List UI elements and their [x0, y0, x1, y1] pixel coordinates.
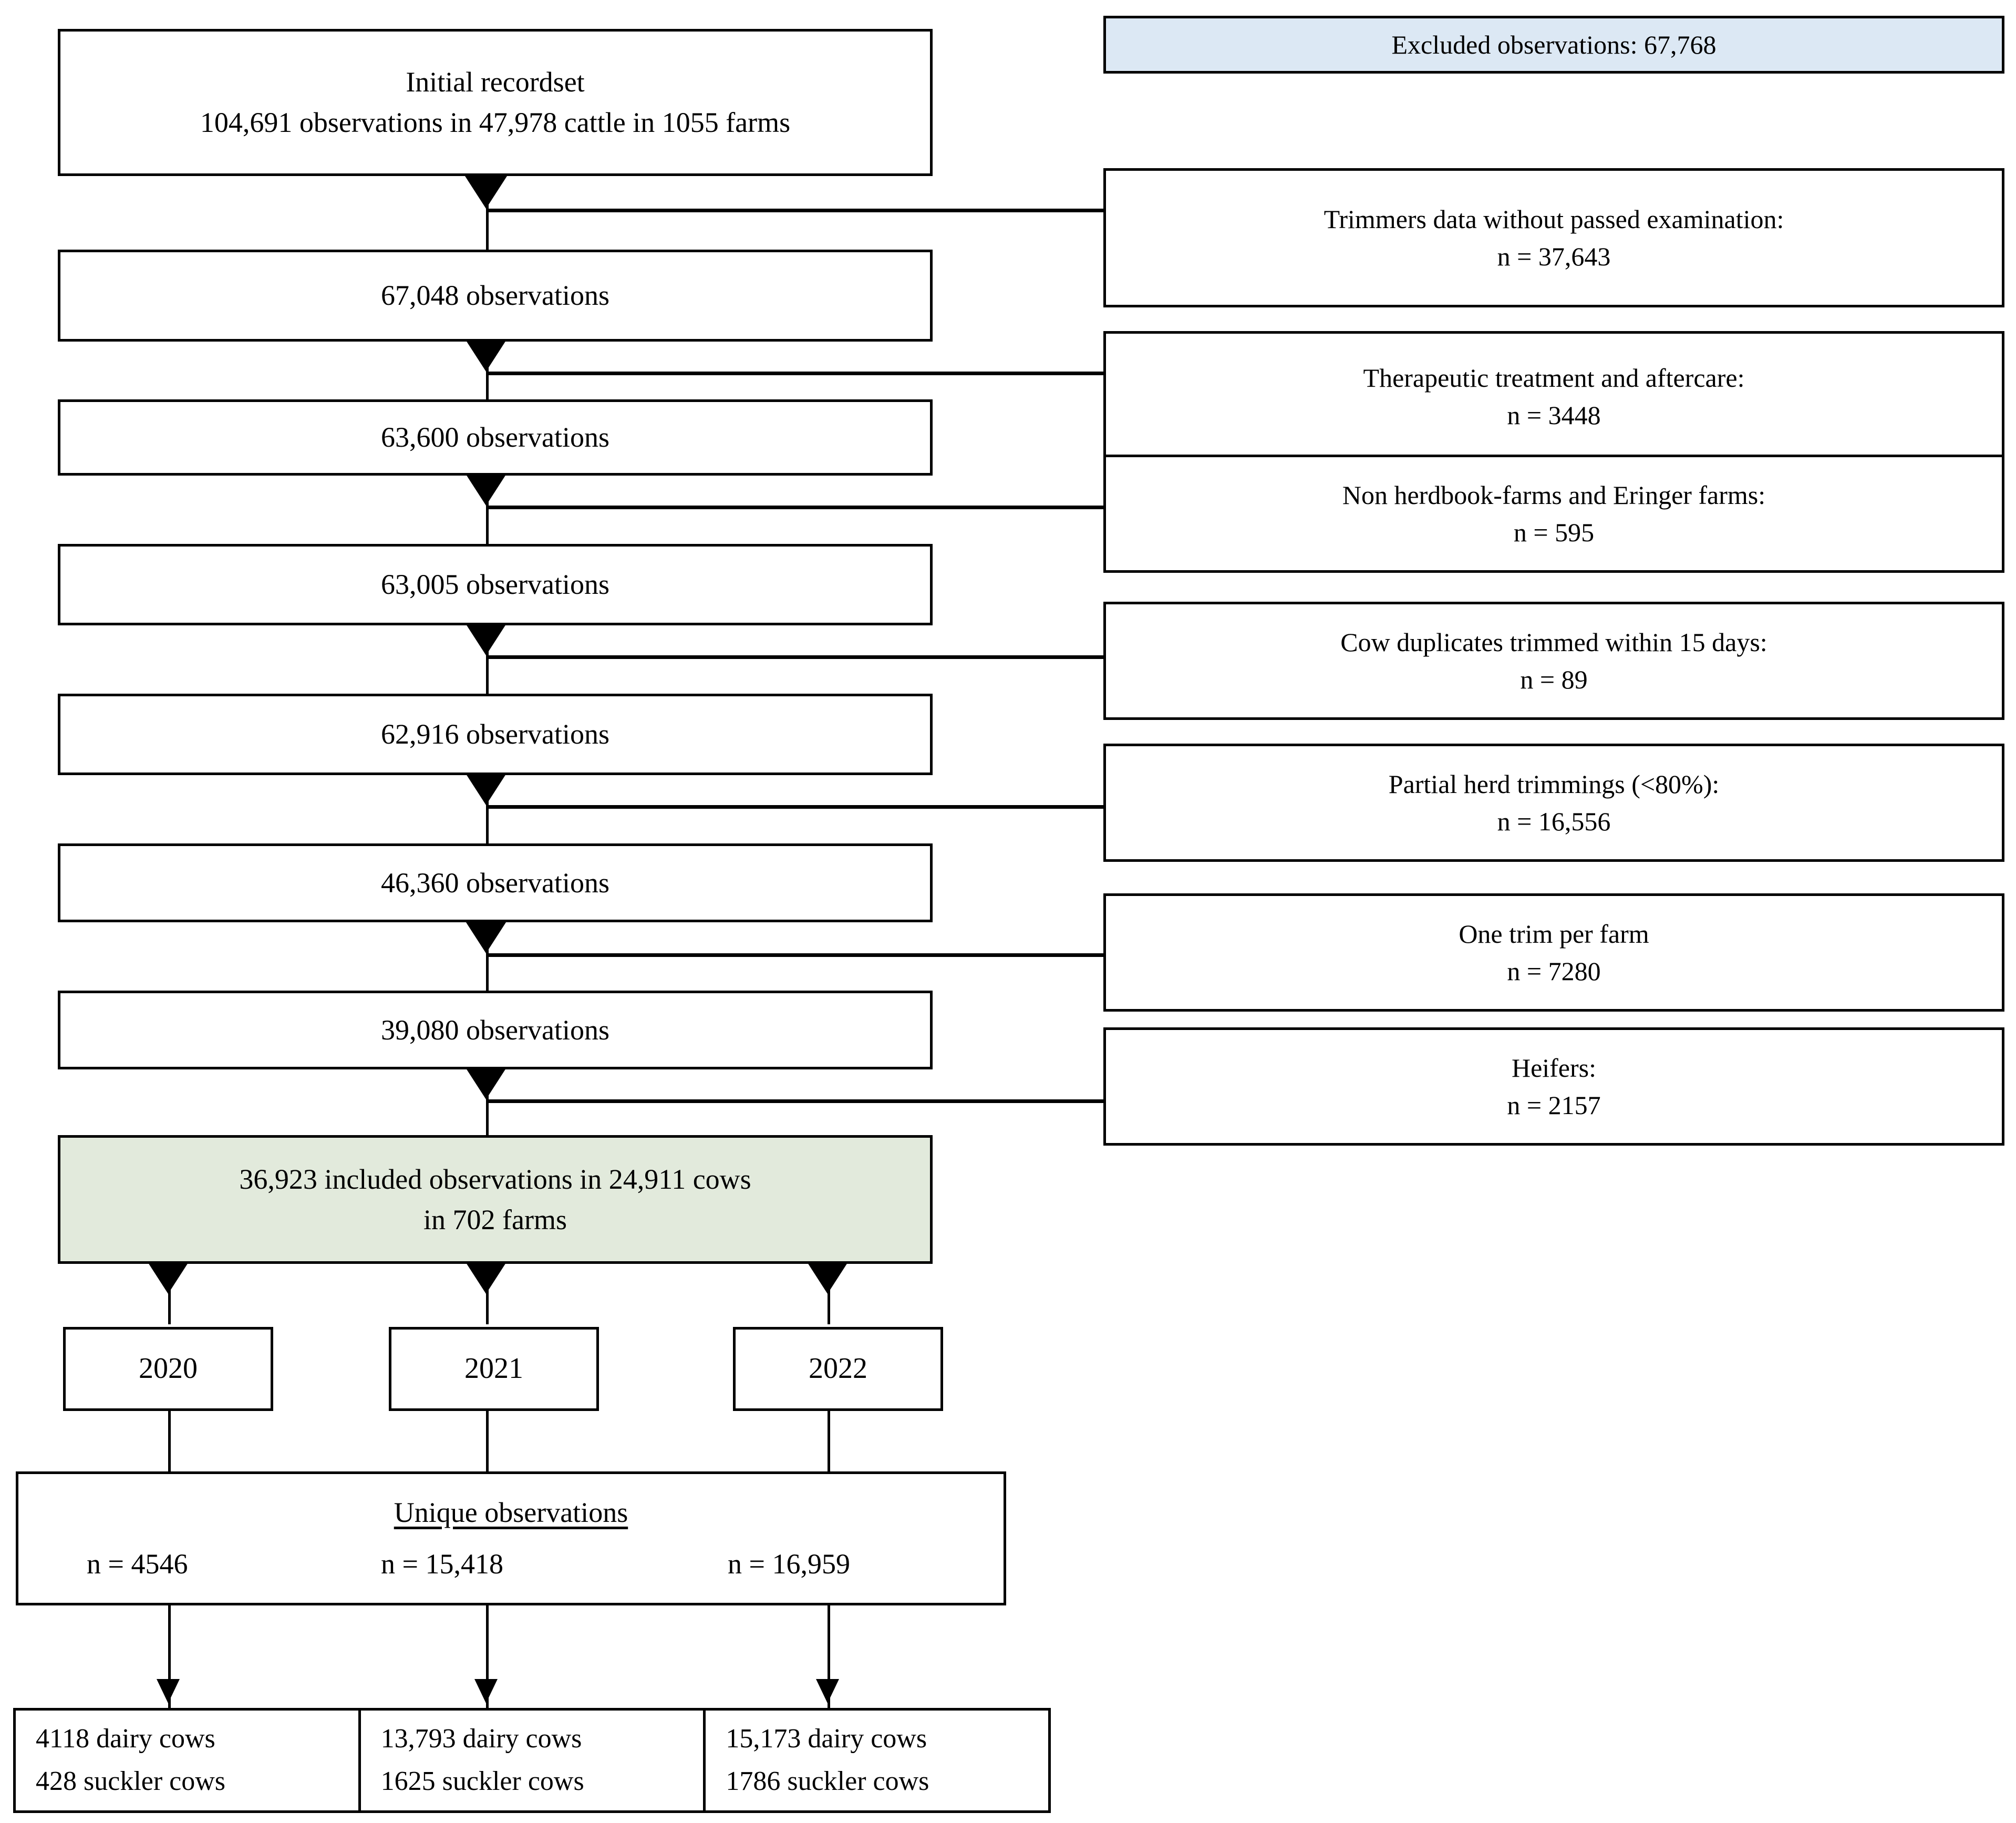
step-label: 62,916 observations [381, 718, 609, 750]
step-label: 67,048 observations [381, 280, 609, 312]
box-exclusion-reason-1: Trimmers data without passed examination… [1103, 168, 2004, 307]
step-label: 63,005 observations [381, 569, 609, 601]
arrowhead-year-2 [465, 1261, 507, 1294]
box-initial-recordset: Initial recordset 104,691 observations i… [58, 29, 933, 176]
unique-observations-count-2020: n = 4546 [87, 1548, 188, 1580]
dairy-cows-count: 4118 dairy cows [36, 1724, 215, 1754]
connector-branch-7 [486, 1099, 1106, 1103]
box-included-observations: 36,923 included observations in 24,911 c… [58, 1135, 933, 1264]
exclusion-reason-label: One trim per farm [1459, 919, 1649, 949]
box-exclusion-reason-7: Heifers: n = 2157 [1103, 1027, 2004, 1146]
exclusion-reason-count: n = 37,643 [1497, 241, 1611, 271]
exclusion-reason-label: Non herdbook-farms and Eringer farms: [1342, 480, 1766, 510]
exclusion-reason-count: n = 89 [1520, 664, 1588, 694]
box-unique-observations: Unique observations n = 4546 n = 15,418 … [16, 1471, 1006, 1605]
box-step-46360: 46,360 observations [58, 843, 933, 922]
step-label: 46,360 observations [381, 867, 609, 899]
connector-trunk-6 [486, 921, 489, 1021]
suckler-cows-count: 1786 suckler cows [726, 1766, 929, 1796]
box-exclusion-reason-2: Therapeutic treatment and aftercare: n =… [1103, 331, 2004, 462]
cow-breakdown-cell-2022: 15,173 dairy cows 1786 suckler cows [706, 1711, 1048, 1810]
connector-branch-1 [486, 209, 1106, 212]
connector-bottom-3 [828, 1603, 830, 1708]
arrowhead-bottom-1 [157, 1679, 180, 1703]
exclusion-reason-count: n = 7280 [1507, 956, 1601, 986]
step-label: 39,080 observations [381, 1014, 609, 1046]
exclusion-reason-label: Trimmers data without passed examination… [1324, 204, 1784, 234]
connector-bottom-2 [486, 1603, 489, 1708]
box-excluded-header: Excluded observations: 67,768 [1103, 16, 2004, 74]
suckler-cows-count: 428 suckler cows [36, 1766, 226, 1796]
arrowhead-year-3 [807, 1261, 849, 1294]
arrowhead-bottom-2 [474, 1679, 498, 1703]
year-label: 2022 [809, 1352, 867, 1385]
dairy-cows-count: 15,173 dairy cows [726, 1724, 927, 1754]
box-step-67048: 67,048 observations [58, 250, 933, 342]
box-year-2020: 2020 [63, 1327, 273, 1411]
connector-branch-3 [486, 506, 1106, 509]
connector-trunk-4 [486, 623, 489, 723]
connector-branch-2 [486, 372, 1106, 375]
connector-branch-6 [486, 953, 1106, 957]
box-exclusion-reason-6: One trim per farm n = 7280 [1103, 893, 2004, 1012]
box-step-62916: 62,916 observations [58, 694, 933, 775]
box-year-2022: 2022 [733, 1327, 943, 1411]
connector-trunk-3 [486, 473, 489, 575]
arrowhead-bottom-3 [816, 1679, 839, 1703]
exclusion-reason-count: n = 3448 [1507, 400, 1601, 430]
year-label: 2021 [464, 1352, 523, 1385]
exclusion-reason-label: Therapeutic treatment and aftercare: [1363, 363, 1745, 393]
box-cow-breakdown: 4118 dairy cows 428 suckler cows 13,793 … [13, 1708, 1051, 1813]
box-step-63005: 63,005 observations [58, 544, 933, 625]
connector-unique-2 [486, 1411, 489, 1474]
box-year-2021: 2021 [389, 1327, 599, 1411]
included-line-1: 36,923 included observations in 24,911 c… [239, 1163, 751, 1195]
connector-trunk-1 [486, 176, 489, 276]
excluded-header-label: Excluded observations: 67,768 [1391, 29, 1717, 59]
cow-breakdown-cell-2020: 4118 dairy cows 428 suckler cows [16, 1711, 361, 1810]
connector-trunk-5 [486, 773, 489, 873]
suckler-cows-count: 1625 suckler cows [380, 1766, 584, 1796]
box-exclusion-reason-5: Partial herd trimmings (<80%): n = 16,55… [1103, 744, 2004, 862]
connector-bottom-1 [168, 1603, 171, 1708]
box-step-39080: 39,080 observations [58, 991, 933, 1069]
arrowhead-1 [465, 176, 507, 209]
exclusion-reason-label: Heifers: [1511, 1053, 1597, 1083]
unique-observations-count-2022: n = 16,959 [728, 1548, 850, 1580]
arrowhead-3 [465, 473, 507, 506]
connector-trunk-2 [486, 339, 489, 441]
initial-recordset-title: Initial recordset [406, 66, 585, 98]
arrowhead-2 [465, 339, 507, 372]
unique-observations-count-2021: n = 15,418 [381, 1548, 503, 1580]
exclusion-reason-count: n = 16,556 [1497, 806, 1611, 836]
box-exclusion-reason-4: Cow duplicates trimmed within 15 days: n… [1103, 602, 2004, 720]
arrowhead-7 [465, 1067, 507, 1099]
exclusion-reason-label: Partial herd trimmings (<80%): [1388, 769, 1720, 799]
exclusion-reason-count: n = 595 [1513, 517, 1595, 547]
box-step-63600: 63,600 observations [58, 399, 933, 476]
step-label: 63,600 observations [381, 421, 609, 454]
included-line-2: in 702 farms [423, 1203, 567, 1235]
connector-unique-3 [828, 1411, 830, 1474]
exclusion-reason-count: n = 2157 [1507, 1090, 1601, 1120]
arrowhead-5 [465, 773, 507, 805]
unique-observations-title: Unique observations [394, 1497, 628, 1528]
arrowhead-year-1 [147, 1261, 189, 1294]
connector-unique-1 [168, 1411, 171, 1474]
connector-trunk-7 [486, 1067, 489, 1167]
exclusion-reason-label: Cow duplicates trimmed within 15 days: [1340, 627, 1767, 657]
cow-breakdown-cell-2021: 13,793 dairy cows 1625 suckler cows [361, 1711, 706, 1810]
arrowhead-6 [465, 921, 507, 953]
connector-branch-4 [486, 655, 1106, 659]
arrowhead-4 [465, 623, 507, 655]
connector-branch-5 [486, 805, 1106, 809]
initial-recordset-detail: 104,691 observations in 47,978 cattle in… [200, 107, 791, 138]
dairy-cows-count: 13,793 dairy cows [380, 1724, 582, 1754]
year-label: 2020 [139, 1352, 198, 1385]
box-exclusion-reason-3: Non herdbook-farms and Eringer farms: n … [1103, 455, 2004, 573]
